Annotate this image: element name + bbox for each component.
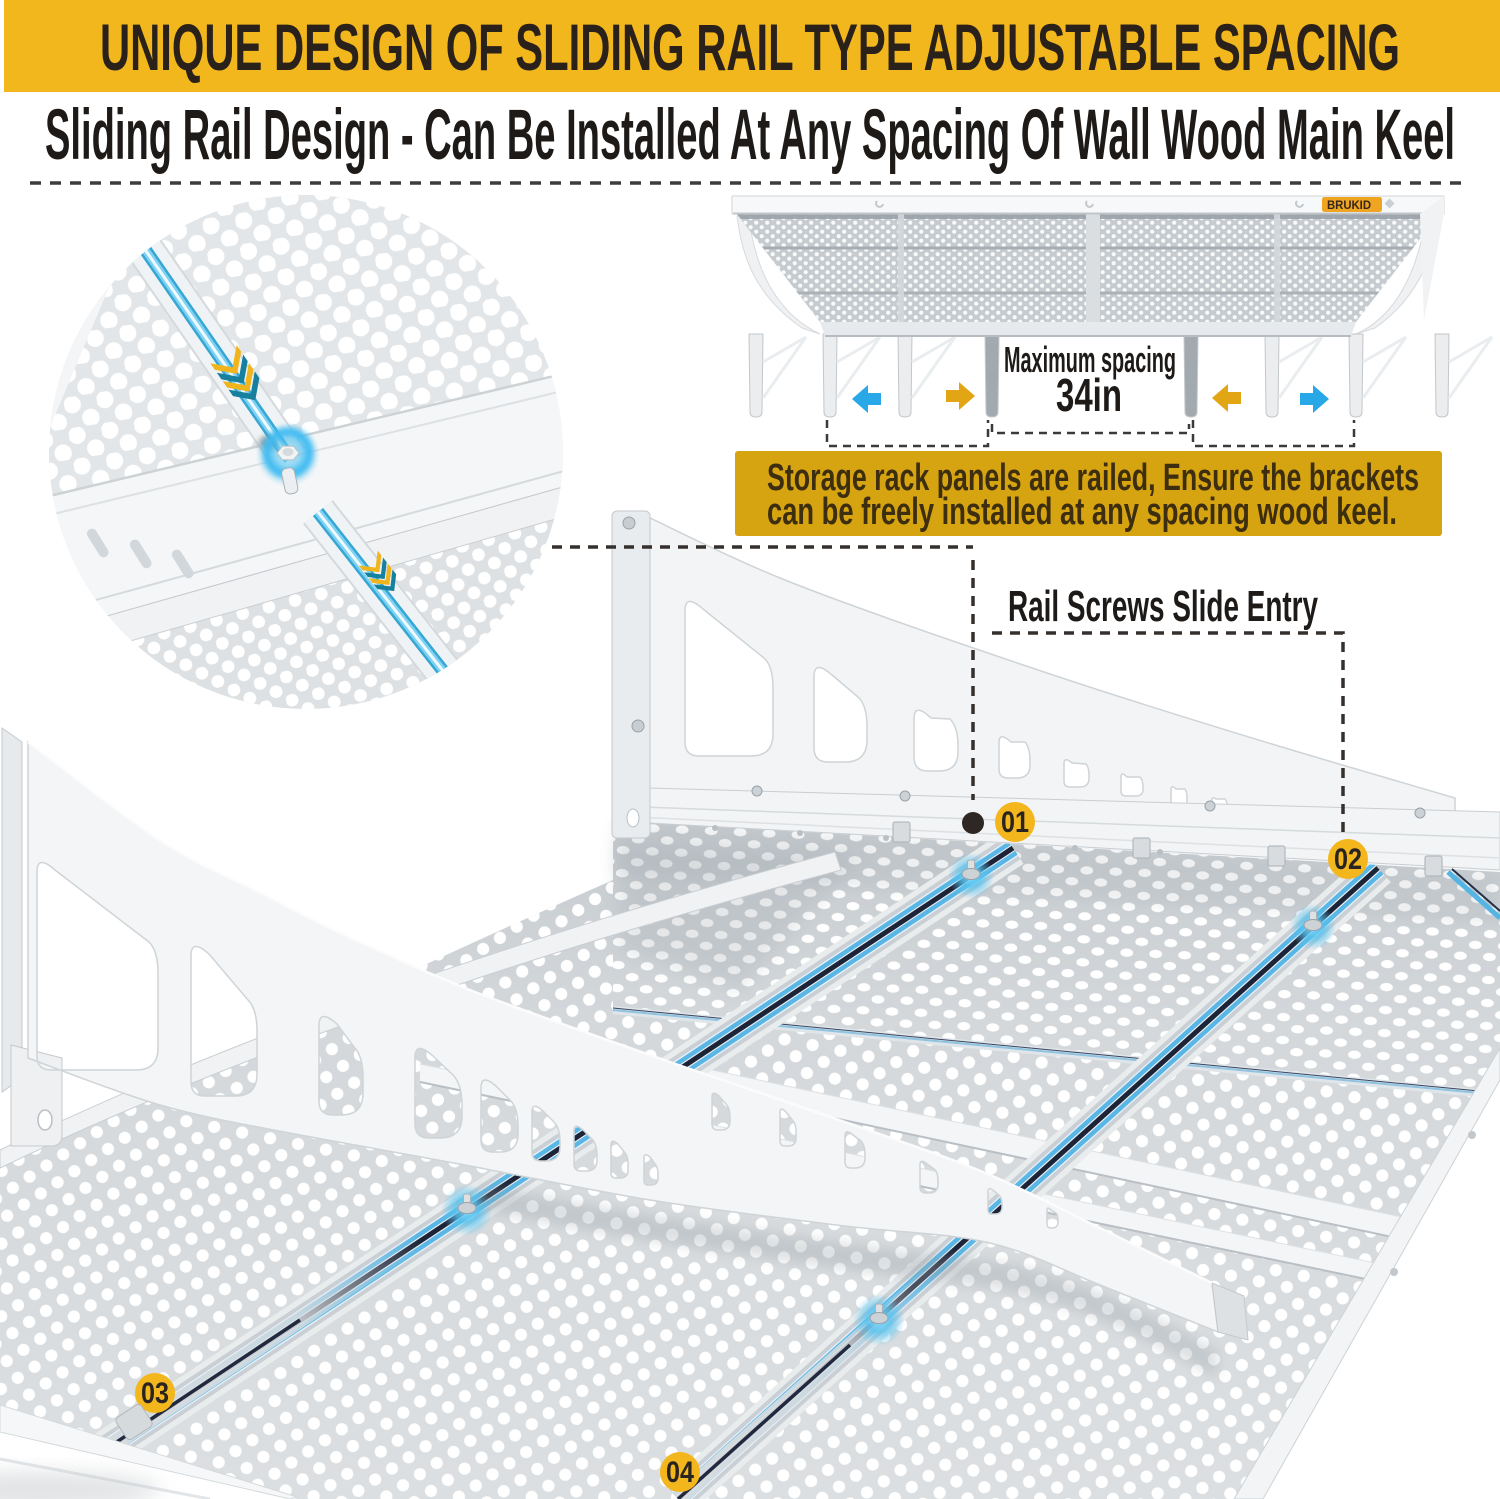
svg-text:34in: 34in bbox=[1056, 369, 1122, 421]
svg-text:04: 04 bbox=[666, 1456, 694, 1489]
svg-text:BRUKID: BRUKID bbox=[1327, 198, 1371, 212]
svg-text:02: 02 bbox=[1334, 843, 1362, 876]
svg-text:Rail Screws Slide Entry: Rail Screws Slide Entry bbox=[1008, 582, 1318, 631]
svg-text:01: 01 bbox=[1001, 806, 1029, 839]
svg-text:03: 03 bbox=[141, 1377, 169, 1410]
svg-text:UNIQUE DESIGN OF SLIDING RAIL: UNIQUE DESIGN OF SLIDING RAIL TYPE ADJUS… bbox=[100, 10, 1400, 84]
svg-text:Storage rack panels are railed: Storage rack panels are railed, Ensure t… bbox=[767, 457, 1419, 499]
svg-text:can be freely installed at any: can be freely installed at any spacing w… bbox=[767, 491, 1397, 533]
svg-text:Sliding Rail Design - Can Be I: Sliding Rail Design - Can Be Installed A… bbox=[45, 96, 1455, 175]
svg-text:Maximum spacing: Maximum spacing bbox=[1004, 339, 1176, 380]
